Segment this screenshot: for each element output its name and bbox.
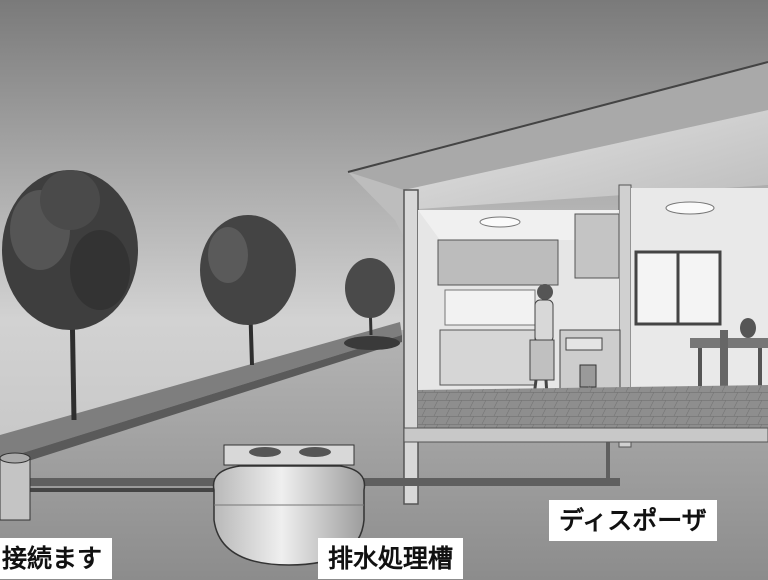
ceiling-light-icon (665, 201, 715, 215)
tree-icon (200, 215, 296, 366)
flower-vase (740, 318, 756, 338)
dining-table (690, 338, 768, 348)
roof (348, 62, 768, 190)
gable-wall (404, 110, 768, 210)
upper-cabinets (437, 239, 559, 286)
sink-icon (565, 337, 603, 351)
tree-icon (2, 170, 138, 421)
floor-beam (403, 427, 768, 443)
house-post (403, 189, 419, 505)
shrubs (344, 336, 400, 350)
treatment-tank-label: 排水処理槽 (318, 538, 464, 579)
kitchen-counter (439, 329, 536, 386)
kitchen-ceiling (418, 210, 619, 240)
house-floor (418, 385, 768, 428)
kitchen-window (444, 289, 536, 326)
connection-manhole (0, 457, 31, 521)
road (0, 322, 402, 460)
person-icon (529, 284, 555, 413)
ceiling-light-icon (479, 216, 521, 228)
upper-cabinets (574, 213, 620, 279)
roof-underside (348, 172, 404, 238)
connection-label: 接続ます (0, 538, 113, 579)
sewer-pipe (20, 488, 220, 492)
tree-icon (345, 258, 395, 336)
disposer-unit (579, 364, 597, 388)
dining-chair (720, 330, 728, 410)
disposer-label: ディスポーザ (549, 500, 717, 541)
road-edge (0, 335, 402, 470)
